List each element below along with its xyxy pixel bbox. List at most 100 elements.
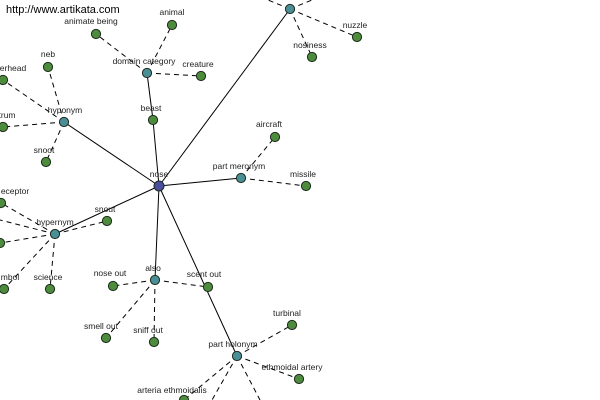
node-nose[interactable]: nose: [150, 169, 169, 192]
node-ethmoidal-artery[interactable]: ethmoidal artery: [262, 362, 324, 385]
node-erhead[interactable]: erhead: [0, 63, 27, 86]
node-snout[interactable]: snout: [95, 204, 116, 227]
leaf-node-dot[interactable]: [0, 121, 9, 133]
node-label[interactable]: part meronym: [213, 161, 265, 171]
node-missile[interactable]: missile: [290, 169, 316, 192]
node-label[interactable]: eceptor: [1, 186, 30, 196]
node-beast[interactable]: beast: [141, 103, 162, 126]
node-label[interactable]: also: [145, 263, 161, 273]
node-label[interactable]: domain category: [113, 56, 177, 66]
leaf-node-dot[interactable]: [90, 28, 102, 40]
node-label[interactable]: snout: [95, 204, 116, 214]
node-also[interactable]: also: [145, 263, 161, 286]
node-hypernym[interactable]: hypernym: [36, 217, 74, 240]
node-hyper-left[interactable]: [0, 237, 6, 249]
leaf-node-dot[interactable]: [269, 131, 281, 143]
leaf-node-dot[interactable]: [300, 180, 312, 192]
relation-node-dot[interactable]: [149, 274, 161, 286]
relation-node-dot[interactable]: [284, 3, 296, 15]
node-arteria-ethmoidalis[interactable]: arteria ethmoidalis: [137, 385, 207, 400]
node-domain-category[interactable]: domain category: [113, 56, 177, 79]
leaf-node-dot[interactable]: [147, 114, 159, 126]
node-label[interactable]: neb: [41, 49, 55, 59]
node-animate-being[interactable]: animate being: [64, 16, 118, 40]
leaf-node-dot[interactable]: [178, 394, 190, 400]
node-label[interactable]: sniff out: [133, 325, 163, 335]
node-turbinal[interactable]: turbinal: [273, 308, 301, 331]
node-smell-out[interactable]: smell out: [84, 321, 119, 344]
watermark-url[interactable]: http://www.artikata.com: [6, 4, 120, 16]
node-label[interactable]: missile: [290, 169, 316, 179]
leaf-node-dot[interactable]: [0, 197, 7, 209]
node-hyponym[interactable]: hyponym: [48, 105, 83, 128]
node-label[interactable]: ethmoidal artery: [262, 362, 324, 372]
leaf-node-dot[interactable]: [286, 319, 298, 331]
leaf-node-dot[interactable]: [0, 283, 10, 295]
leaf-node-dot[interactable]: [351, 31, 363, 43]
node-label[interactable]: aircraft: [256, 119, 283, 129]
relation-node-dot[interactable]: [49, 228, 61, 240]
relation-node-dot[interactable]: [141, 67, 153, 79]
node-label[interactable]: arteria ethmoidalis: [137, 385, 206, 395]
leaf-node-dot[interactable]: [293, 373, 305, 385]
edge-part-holonym-to-turbinal: [236, 324, 293, 357]
leaf-node-dot[interactable]: [100, 332, 112, 344]
leaf-node-dot[interactable]: [42, 61, 54, 73]
node-label[interactable]: beast: [141, 103, 162, 113]
node-top-relation[interactable]: [284, 3, 296, 15]
node-trum[interactable]: trum: [0, 110, 16, 133]
node-label[interactable]: nose: [150, 169, 169, 179]
leaf-node-dot[interactable]: [195, 70, 207, 82]
node-nose-out[interactable]: nose out: [94, 268, 127, 292]
root-node-dot[interactable]: [153, 180, 165, 192]
relation-node-dot[interactable]: [231, 350, 243, 362]
node-label[interactable]: hyponym: [48, 105, 83, 115]
leaf-node-dot[interactable]: [148, 336, 160, 348]
leaf-node-dot[interactable]: [0, 237, 6, 249]
node-label[interactable]: smell out: [84, 321, 119, 331]
node-label[interactable]: hypernym: [36, 217, 73, 227]
node-creature[interactable]: creature: [182, 59, 214, 82]
node-nuzzle[interactable]: nuzzle: [343, 20, 368, 43]
node-label[interactable]: nose out: [94, 268, 127, 278]
node-animal[interactable]: animal: [159, 7, 185, 31]
node-label[interactable]: science: [34, 272, 63, 282]
leaf-node-dot[interactable]: [306, 51, 318, 63]
node-eceptor[interactable]: eceptor: [0, 186, 30, 209]
node-label[interactable]: nosiness: [293, 40, 327, 50]
node-scent-out[interactable]: scent out: [187, 269, 222, 293]
relation-node-dot[interactable]: [235, 172, 247, 184]
leaf-node-dot[interactable]: [40, 156, 52, 168]
node-label[interactable]: creature: [182, 59, 213, 69]
node-science[interactable]: science: [34, 272, 63, 295]
node-mbol[interactable]: mbol: [0, 272, 20, 295]
node-aircraft[interactable]: aircraft: [256, 119, 283, 143]
node-part-meronym[interactable]: part meronym: [213, 161, 265, 184]
node-label[interactable]: animate being: [64, 16, 118, 26]
edge-beast-to-domain-category: [146, 72, 154, 121]
leaf-node-dot[interactable]: [101, 215, 113, 227]
edge-part-holonym-to-arteria-ethmoidalis: [183, 355, 238, 400]
edge-top-relation-to-nuzzle: [289, 8, 358, 38]
leaf-node-dot[interactable]: [202, 281, 214, 293]
node-part-holonym[interactable]: part holonym: [208, 339, 258, 362]
node-label[interactable]: part holonym: [208, 339, 257, 349]
node-nosiness[interactable]: nosiness: [293, 40, 327, 63]
leaf-node-dot[interactable]: [0, 74, 9, 86]
node-label[interactable]: snoot: [34, 145, 55, 155]
node-label[interactable]: erhead: [0, 63, 27, 73]
node-label[interactable]: mbol: [1, 272, 20, 282]
node-label[interactable]: trum: [0, 110, 16, 120]
relation-node-dot[interactable]: [58, 116, 70, 128]
node-snoot[interactable]: snoot: [34, 145, 55, 168]
leaf-node-dot[interactable]: [44, 283, 56, 295]
node-label[interactable]: animal: [159, 7, 184, 17]
leaf-node-dot[interactable]: [107, 280, 119, 292]
node-label[interactable]: turbinal: [273, 308, 301, 318]
node-neb[interactable]: neb: [41, 49, 55, 73]
node-label[interactable]: scent out: [187, 269, 222, 279]
node-sniff-out[interactable]: sniff out: [133, 325, 163, 348]
node-label[interactable]: nuzzle: [343, 20, 368, 30]
leaf-node-dot[interactable]: [166, 19, 178, 31]
edge-hyponym-to-snoot: [45, 121, 65, 163]
